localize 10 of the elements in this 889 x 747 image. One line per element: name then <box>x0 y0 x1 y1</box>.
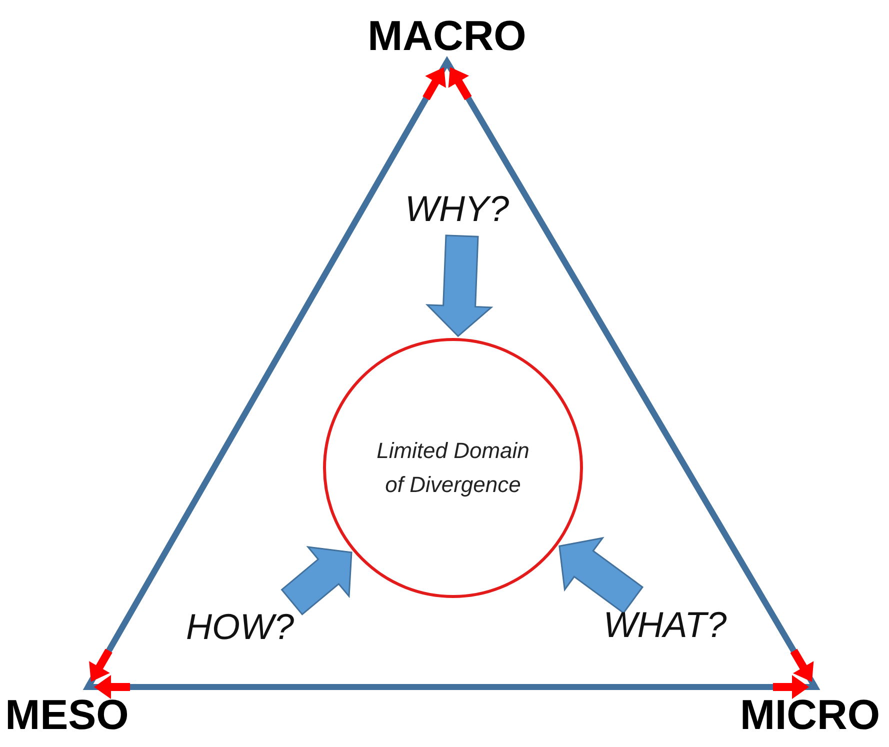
circle: Limited Domain of Divergence <box>323 338 583 598</box>
question-label: WHY? <box>392 186 522 232</box>
vertex-label: MICRO <box>736 684 884 746</box>
question-label: HOW? <box>176 604 304 650</box>
vertex-label: MESO <box>6 684 128 746</box>
block-arrow <box>558 536 644 614</box>
block-arrow <box>425 234 494 338</box>
question-label: WHAT? <box>590 602 740 648</box>
block-arrow <box>280 546 352 616</box>
vertex-label: MACRO <box>355 8 539 64</box>
